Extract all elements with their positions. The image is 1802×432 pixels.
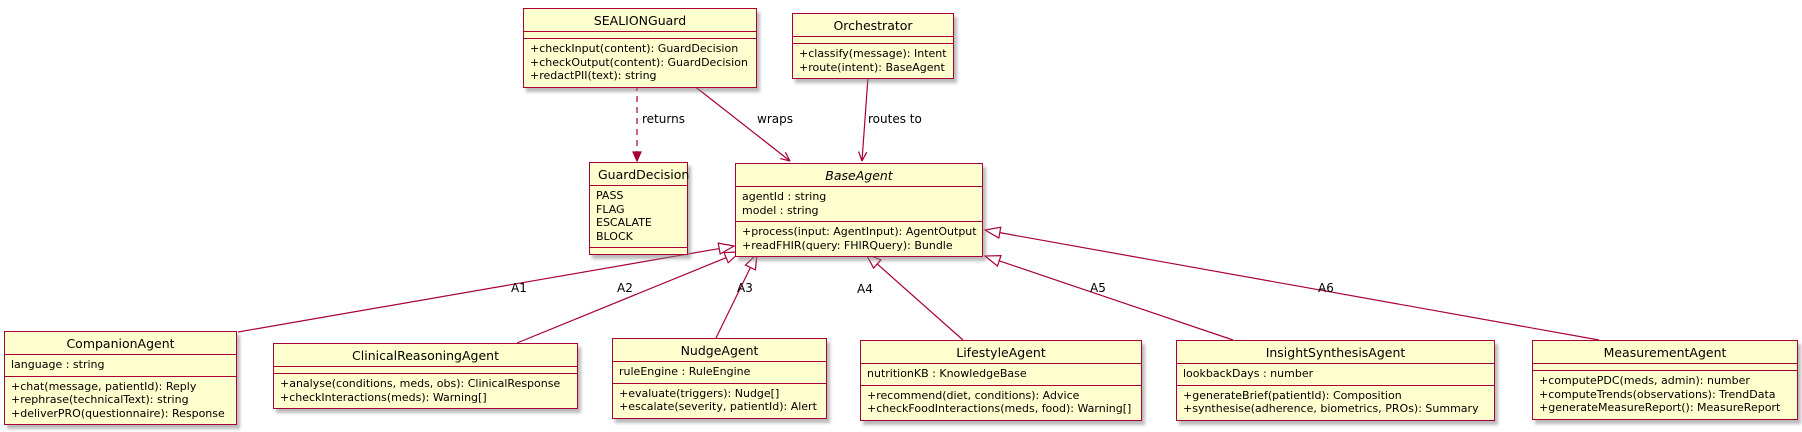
method: +process(input: AgentInput): AgentOutput — [742, 225, 977, 238]
edge-label-a4: A4 — [857, 282, 873, 296]
class-nudgeagent-attributes: ruleEngine : RuleEngine — [613, 362, 826, 384]
edge-a3-inheritance — [715, 252, 758, 339]
class-insightsynthesisagent-title: InsightSynthesisAgent — [1177, 341, 1494, 364]
method: +computeTrends(observations): TrendData — [1539, 387, 1776, 401]
class-companionagent-methods: +chat(message, patientId): Reply +rephra… — [5, 377, 236, 425]
class-lifestyleagent-methods: +recommend(diet, conditions): Advice +ch… — [861, 386, 1141, 420]
class-sealionguard-attributes — [524, 32, 756, 39]
class-measurementagent-methods: +computePDC(meds, admin): number +comput… — [1533, 371, 1797, 419]
attribute: ruleEngine : RuleEngine — [619, 365, 751, 378]
method: +deliverPRO(questionnaire): Response — [11, 406, 225, 420]
enum-value: ESCALATE — [596, 216, 652, 229]
class-insightsynthesisagent: InsightSynthesisAgent lookbackDays : num… — [1176, 340, 1495, 421]
method: +rephrase(technicalText): string — [11, 393, 189, 406]
method: +generateMeasureReport(): MeasureReport — [1539, 401, 1781, 414]
method: +checkInteractions(meds): Warning[] — [280, 390, 487, 404]
class-baseagent-attributes: agentId : string model : string — [736, 187, 982, 222]
method: +route(intent): BaseAgent — [799, 60, 945, 74]
method: +classify(message): Intent — [799, 47, 947, 60]
edge-label-a3: A3 — [737, 281, 753, 295]
edge-a2-inheritance — [516, 251, 742, 344]
attribute: nutritionKB : KnowledgeBase — [867, 367, 1027, 380]
class-orchestrator: Orchestrator +classify(message): Intent … — [792, 13, 954, 79]
method: +generateBrief(patientId): Composition — [1183, 388, 1402, 402]
attribute: lookbackDays : number — [1183, 367, 1314, 380]
class-companionagent-attributes: language : string — [5, 355, 236, 377]
method: +evaluate(triggers): Nudge[] — [619, 386, 780, 400]
class-clinicalreasoningagent-attributes — [274, 367, 577, 374]
attribute: model : string — [742, 203, 819, 217]
class-companionagent-title: CompanionAgent — [5, 332, 236, 355]
method: +readFHIR(query: FHIRQuery): Bundle — [742, 238, 953, 252]
class-nudgeagent-methods: +evaluate(triggers): Nudge[] +escalate(s… — [613, 384, 826, 418]
method: +checkFoodInteractions(meds, food): Warn… — [867, 402, 1132, 415]
class-orchestrator-title: Orchestrator — [793, 14, 953, 37]
class-sealionguard-methods: +checkInput(content): GuardDecision +che… — [524, 39, 756, 87]
class-lifestyleagent: LifestyleAgent nutritionKB : KnowledgeBa… — [860, 340, 1142, 421]
edge-a5-inheritance — [983, 254, 1234, 341]
class-nudgeagent-title: NudgeAgent — [613, 339, 826, 362]
class-guarddecision-methods — [590, 248, 687, 254]
enum-value: BLOCK — [596, 229, 633, 243]
method: +checkInput(content): GuardDecision — [530, 42, 739, 55]
edge-a4-inheritance — [864, 252, 964, 341]
class-clinicalreasoningagent-title: ClinicalReasoningAgent — [274, 344, 577, 367]
edge-returns — [632, 85, 642, 163]
class-orchestrator-methods: +classify(message): Intent +route(intent… — [793, 44, 953, 78]
enum-value: FLAG — [596, 202, 625, 216]
attribute: agentId : string — [742, 190, 827, 203]
attribute: language : string — [11, 358, 105, 371]
edge-a6-inheritance — [983, 226, 1600, 341]
class-sealionguard-title: SEALIONGuard — [524, 9, 756, 32]
method: +redactPII(text): string — [530, 69, 657, 82]
edge-label-a1: A1 — [511, 281, 527, 295]
edge-label-routes-to: routes to — [868, 112, 922, 126]
method: +recommend(diet, conditions): Advice — [867, 388, 1080, 402]
method: +checkOutput(content): GuardDecision — [530, 55, 748, 69]
edge-label-a2: A2 — [617, 281, 633, 295]
class-insightsynthesisagent-attributes: lookbackDays : number — [1177, 364, 1494, 386]
class-baseagent-methods: +process(input: AgentInput): AgentOutput… — [736, 222, 982, 256]
class-lifestyleagent-title: LifestyleAgent — [861, 341, 1141, 364]
class-baseagent: BaseAgent agentId : string model : strin… — [735, 163, 983, 257]
class-guarddecision-title: GuardDecision — [590, 163, 689, 186]
edge-label-wraps: wraps — [757, 112, 793, 126]
edge-label-a5: A5 — [1090, 281, 1106, 295]
class-measurementagent: MeasurementAgent +computePDC(meds, admin… — [1532, 340, 1798, 420]
edge-label-a6: A6 — [1318, 281, 1334, 295]
class-sealionguard: SEALIONGuard +checkInput(content): Guard… — [523, 8, 757, 88]
class-clinicalreasoningagent: ClinicalReasoningAgent +analyse(conditio… — [273, 343, 578, 409]
edge-a1-inheritance — [237, 242, 736, 333]
enum-value: PASS — [596, 189, 624, 202]
class-measurementagent-title: MeasurementAgent — [1533, 341, 1797, 364]
edge-routes-to — [858, 76, 869, 162]
class-clinicalreasoningagent-methods: +analyse(conditions, meds, obs): Clinica… — [274, 374, 577, 408]
class-guarddecision: GuardDecision PASS FLAG ESCALATE BLOCK — [589, 162, 689, 255]
class-measurementagent-attributes — [1533, 364, 1797, 371]
method: +analyse(conditions, meds, obs): Clinica… — [280, 377, 561, 390]
method: +synthesise(adherence, biometrics, PROs)… — [1183, 402, 1479, 415]
class-baseagent-title: BaseAgent — [736, 164, 982, 187]
edge-label-returns: returns — [642, 112, 685, 126]
class-guarddecision-attributes: PASS FLAG ESCALATE BLOCK — [590, 186, 687, 248]
method: +chat(message, patientId): Reply — [11, 379, 197, 393]
class-insightsynthesisagent-methods: +generateBrief(patientId): Composition +… — [1177, 386, 1494, 420]
class-companionagent: CompanionAgent language : string +chat(m… — [4, 331, 237, 425]
class-lifestyleagent-attributes: nutritionKB : KnowledgeBase — [861, 364, 1141, 386]
method: +escalate(severity, patientId): Alert — [619, 400, 817, 413]
class-orchestrator-attributes — [793, 37, 953, 44]
class-nudgeagent: NudgeAgent ruleEngine : RuleEngine +eval… — [612, 338, 827, 419]
method: +computePDC(meds, admin): number — [1539, 374, 1750, 387]
